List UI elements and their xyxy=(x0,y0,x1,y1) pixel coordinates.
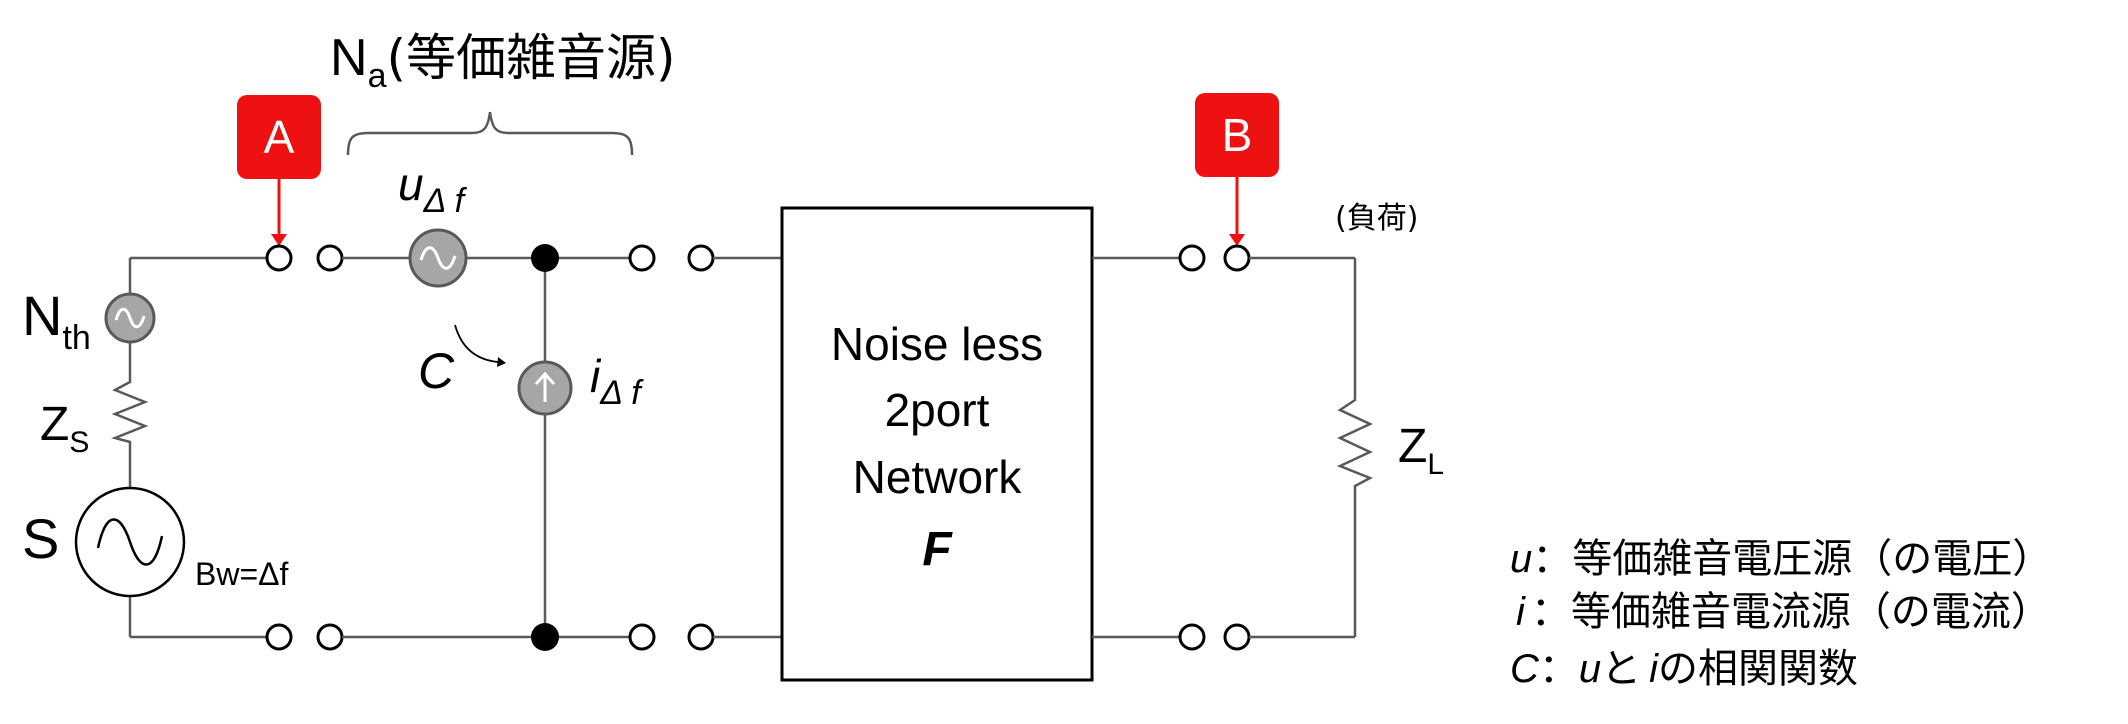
correlation-arrowhead xyxy=(497,357,506,367)
terminal-b-bottom xyxy=(1223,623,1251,651)
terminal-in-1 xyxy=(628,244,656,272)
nth-noise-source xyxy=(104,292,156,344)
sine-icon xyxy=(96,518,164,566)
noise-source-title: Na(等価雑音源) xyxy=(330,29,676,95)
marker-a-box xyxy=(237,95,321,179)
marker-b-arrowhead xyxy=(1229,234,1245,246)
na-block-wires xyxy=(342,256,630,639)
zs-resistor xyxy=(111,378,149,446)
marker-a: A xyxy=(237,95,321,246)
legend-item-i: i：等価雑音電流源（の電流） xyxy=(1516,589,2051,635)
terminal-bottom xyxy=(316,623,344,651)
terminal-out-3 xyxy=(1178,623,1206,651)
correlation-arrow xyxy=(454,324,499,363)
noiseless-network-box xyxy=(780,206,1094,682)
sine-icon xyxy=(114,307,146,329)
load-note: (負荷) xyxy=(1335,201,1418,236)
legend-item-u: u：等価雑音電圧源（の電圧） xyxy=(1510,536,2052,582)
marker-b-label: B xyxy=(1222,109,1253,161)
terminal-in-4 xyxy=(687,623,715,651)
terminal-a-bottom xyxy=(265,623,293,651)
terminal-b-top xyxy=(1223,244,1251,272)
terminal-out-1 xyxy=(1178,244,1206,272)
s-label: S xyxy=(22,507,59,570)
zs-label: ZS xyxy=(40,398,89,459)
network-line-2: 2port xyxy=(885,384,990,436)
load-wires xyxy=(1249,256,1373,639)
source-loop-wires xyxy=(111,256,268,639)
signal-source xyxy=(74,486,186,598)
terminal-a-top xyxy=(265,244,293,272)
nth-label: Nth xyxy=(22,284,91,357)
i-label: iΔ f xyxy=(590,350,644,412)
u-label: uΔ f xyxy=(398,158,468,220)
marker-b: B xyxy=(1195,93,1279,246)
zl-resistor xyxy=(1336,396,1373,490)
brace-bracket xyxy=(346,111,634,156)
marker-b-box xyxy=(1195,93,1279,177)
network-symbol: F xyxy=(922,523,953,576)
marker-a-label: A xyxy=(264,111,295,163)
c-label: C xyxy=(418,343,455,399)
network-line-3: Network xyxy=(853,451,1023,503)
arrow-up-icon xyxy=(534,371,556,386)
marker-a-arrowhead xyxy=(271,234,287,246)
sine-icon xyxy=(419,246,457,270)
junction-top xyxy=(531,244,559,272)
i-current-source xyxy=(517,360,573,416)
bandwidth-label: Bw=Δf xyxy=(195,556,289,592)
terminal-top xyxy=(316,244,344,272)
u-voltage-source xyxy=(408,228,468,288)
zl-label: ZL xyxy=(1398,420,1444,481)
junction-bottom xyxy=(531,623,559,651)
terminal-in-2 xyxy=(687,244,715,272)
terminal-in-3 xyxy=(628,623,656,651)
network-line-1: Noise less xyxy=(831,318,1043,370)
